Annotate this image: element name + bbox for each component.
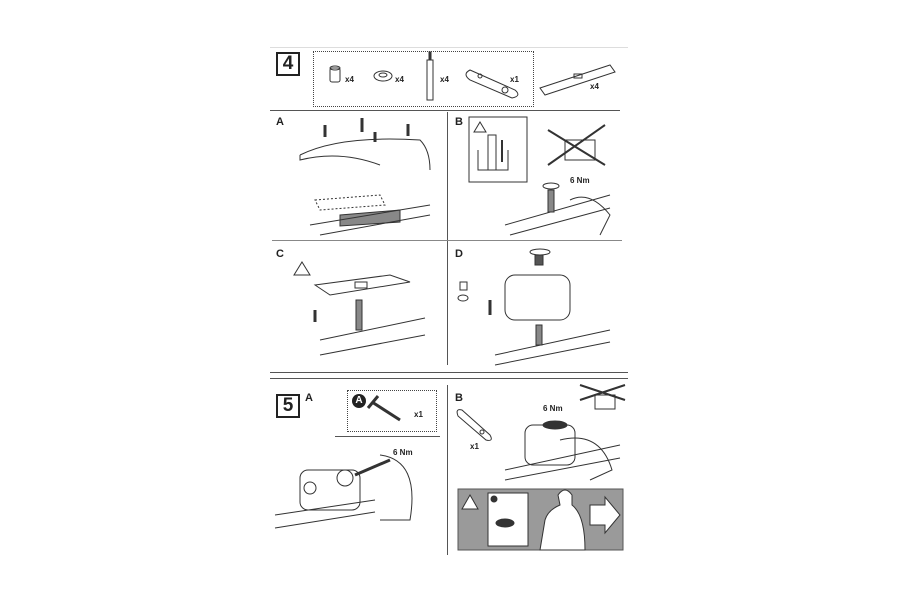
top-rule	[270, 47, 628, 48]
divider	[447, 112, 448, 365]
panel-label-a: A	[276, 116, 284, 128]
divider	[335, 436, 440, 437]
panel-label-c: C	[276, 248, 284, 260]
notice-panel	[457, 488, 624, 551]
part-qty: x4	[345, 75, 354, 84]
plate-qty: x1	[470, 442, 479, 451]
tighten-b-drawing	[504, 384, 626, 481]
divider	[270, 378, 628, 379]
tighten-a-drawing	[274, 454, 413, 529]
panel-label-b: B	[455, 116, 463, 128]
divider	[270, 110, 620, 111]
part-qty: x1	[510, 75, 519, 84]
torque-label: 6 Nm	[570, 176, 590, 185]
step-5-number: 5	[276, 394, 300, 418]
washer-icon	[373, 70, 393, 82]
nut-icon	[329, 65, 341, 83]
torque-label: 6 Nm	[393, 448, 413, 457]
not-allowed-drawing	[547, 124, 606, 166]
cover-strip-icon	[539, 64, 616, 96]
tool-box	[347, 390, 437, 432]
tool-letter-badge: A	[352, 394, 366, 408]
cover-install-drawing	[293, 261, 426, 356]
tighten-drawing	[504, 182, 611, 236]
step-4-number: 4	[276, 52, 300, 76]
tool-qty: x1	[414, 410, 423, 419]
part-qty: x4	[440, 75, 449, 84]
part-qty: x4	[590, 82, 599, 91]
foot-install-drawing	[457, 248, 611, 366]
divider	[270, 372, 628, 373]
part-qty: x4	[395, 75, 404, 84]
panel-label-b: B	[455, 392, 463, 404]
panel-label-d: D	[455, 248, 463, 260]
divider	[272, 240, 622, 241]
panel-label-a: A	[305, 392, 313, 404]
bolt-icon	[426, 51, 434, 101]
plate-b-icon	[456, 409, 492, 441]
torque-label: 6 Nm	[543, 404, 563, 413]
car-roof-drawing	[299, 118, 431, 236]
plate-icon	[465, 69, 519, 99]
warning-inset	[468, 116, 528, 183]
divider	[447, 385, 448, 555]
parts-box	[313, 51, 534, 107]
tool-key-icon	[366, 395, 401, 422]
